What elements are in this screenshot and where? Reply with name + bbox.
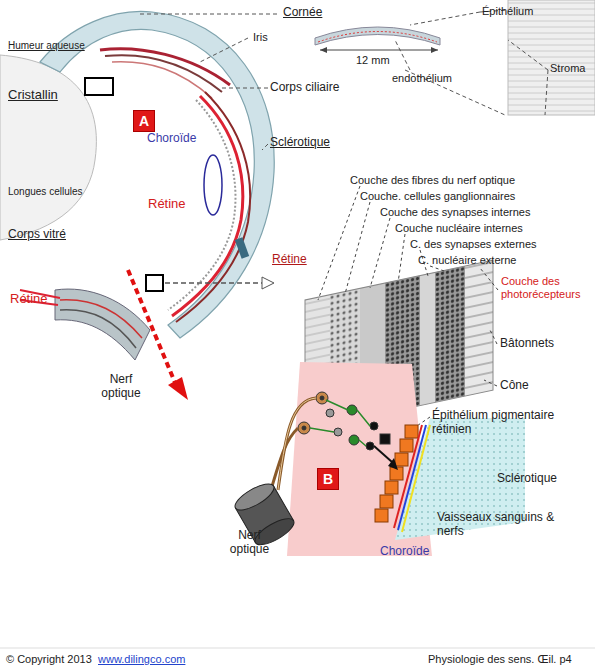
part-label: Rétine: [10, 292, 48, 307]
part-label: C. nucléaire externe: [418, 254, 516, 267]
part-label: Physiologie des sens. Œil. p4: [428, 653, 572, 666]
part-label: Vaisseaux sanguins & nerfs: [437, 511, 557, 539]
part-label: Couche des fibres du nerf optique: [350, 174, 515, 187]
part-label: Nerf optique: [222, 529, 277, 557]
part-label: 12 mm: [356, 54, 390, 67]
part-label: © Copyright 2013: [6, 653, 92, 666]
part-label: Choroïde: [147, 132, 196, 146]
part-label: Épithélium: [482, 5, 533, 18]
part-label: Cône: [500, 379, 529, 393]
part-label: Nerf optique: [96, 373, 146, 401]
part-label: Couche. cellules ganglionnaires: [360, 190, 515, 203]
part-label: C. des synapses externes: [410, 238, 537, 251]
part-label: Couche nucléaire internes: [395, 222, 523, 235]
callout-letter: B: [323, 471, 333, 487]
part-label: Choroïde: [380, 545, 429, 559]
part-label: Cristallin: [8, 88, 58, 103]
part-label: Longues cellules: [8, 186, 83, 198]
callout-box: A: [133, 110, 155, 132]
part-label: Humeur aqueuse: [8, 40, 85, 52]
part-label: Bâtonnets: [500, 337, 554, 351]
part-label: endothélium: [392, 72, 452, 85]
part-label: Corps vitré: [8, 228, 66, 242]
part-label: Stroma: [550, 62, 585, 75]
part-label: Sclérotique: [497, 472, 557, 486]
part-label: Épithélium pigmentaire rétinien: [432, 409, 587, 437]
part-label: Cornée: [283, 6, 322, 20]
part-label: Couche des synapses internes: [380, 206, 530, 219]
part-label: www.dilingco.com: [98, 653, 185, 666]
part-label: Iris: [253, 31, 268, 44]
part-label: Rétine: [272, 253, 307, 267]
part-label: Sclérotique: [270, 136, 330, 150]
part-label: Rétine: [148, 197, 186, 212]
part-label: Corps ciliaire: [270, 81, 339, 95]
callout-box: B: [317, 468, 339, 490]
callout-letter: A: [139, 113, 149, 129]
part-label: Couche des photorécepteurs: [501, 275, 595, 300]
